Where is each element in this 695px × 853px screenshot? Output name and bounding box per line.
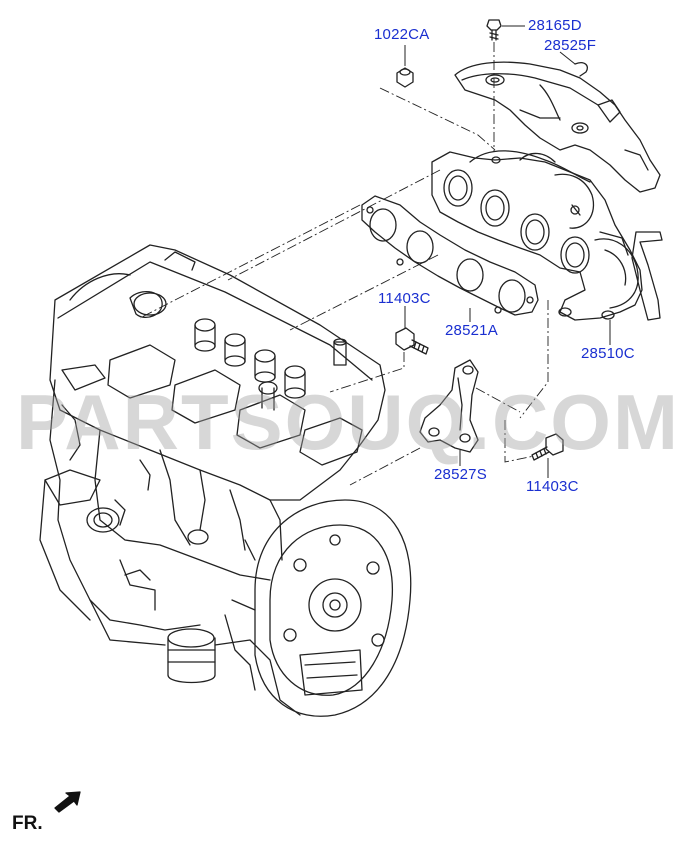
engine-assembly — [39, 244, 412, 717]
leader-bracket-up — [475, 387, 521, 413]
leader-nut-to-shield — [379, 87, 496, 151]
support-bracket — [419, 359, 479, 453]
leader-bracket-to-block — [349, 447, 421, 486]
part-label-28165d[interactable]: 28165D — [528, 17, 582, 34]
manifold-gasket — [361, 195, 539, 316]
part-label-11403c-lower[interactable]: 11403C — [526, 478, 579, 495]
heat-shield — [454, 61, 661, 193]
leader-gasket-to-head — [139, 204, 361, 319]
leader-manifold-to-head-1 — [227, 169, 441, 281]
exhaust-manifold — [431, 150, 663, 321]
part-label-1022ca[interactable]: 1022CA — [374, 26, 430, 43]
bolt-11403c-upper — [395, 327, 429, 355]
leader-manifold-to-head-2 — [289, 254, 439, 331]
leader-bolt-to-bracket — [504, 420, 535, 463]
leader-bolt-to-head — [329, 352, 405, 393]
front-marker-label: FR. — [12, 813, 43, 834]
part-label-28510c[interactable]: 28510C — [581, 345, 635, 362]
leader-manifold-to-bracket — [519, 300, 549, 419]
part-label-28525f[interactable]: 28525F — [544, 37, 597, 54]
part-label-28527s[interactable]: 28527S — [434, 466, 487, 483]
bolt-28165d — [486, 19, 502, 41]
nut-1022ca — [396, 67, 414, 88]
part-label-11403c-upper[interactable]: 11403C — [378, 290, 431, 307]
part-label-28521a[interactable]: 28521A — [445, 322, 498, 339]
front-arrow-icon — [54, 791, 81, 813]
bolt-11403c-lower — [531, 433, 564, 461]
callout-line-28525f — [559, 51, 576, 65]
